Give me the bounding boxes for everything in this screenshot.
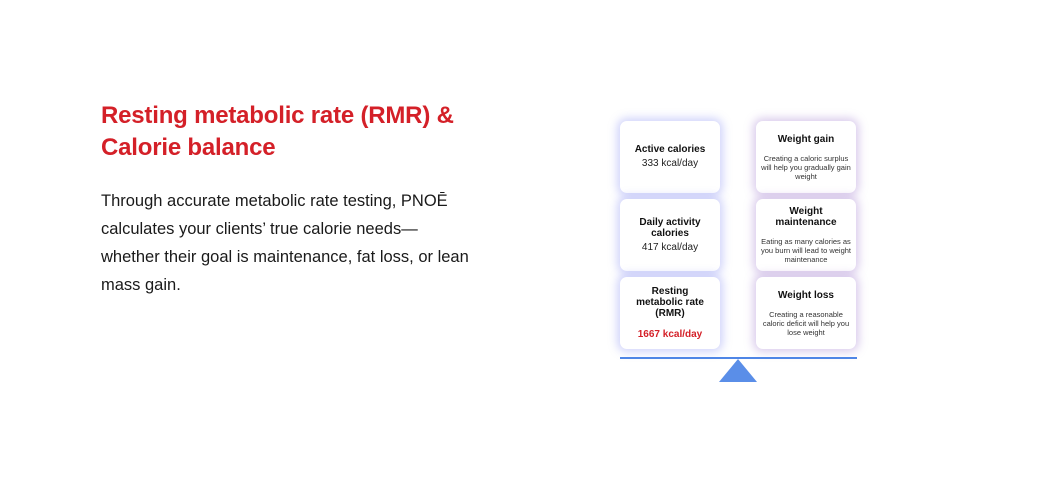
card-title: Daily activity calories — [639, 216, 701, 239]
card-description: Eating as many calories as you burn will… — [760, 237, 852, 264]
card-title: Resting metabolic rate (RMR) — [636, 285, 704, 319]
card-title: Active calories — [634, 144, 706, 155]
card-description: Creating a reasonable caloric deficit wi… — [762, 309, 850, 337]
heading-line-1: Resting metabolic rate (RMR) & — [101, 102, 454, 129]
card-title: Weight loss — [778, 289, 834, 301]
fulcrum-triangle-icon — [719, 359, 757, 382]
card-active-calories: Active calories 333 kcal/day — [620, 121, 720, 193]
balance-beam — [620, 357, 857, 359]
card-resting-metabolic-rate: Resting metabolic rate (RMR) 1667 kcal/d… — [620, 277, 720, 349]
card-value: 333 kcal/day — [641, 158, 699, 169]
section-description: Through accurate metabolic rate testing,… — [101, 192, 469, 294]
card-weight-maintenance: Weight maintenance Eating as many calori… — [756, 199, 856, 271]
card-value-rmr: 1667 kcal/day — [637, 328, 703, 340]
card-title: Weight maintenance — [775, 206, 837, 228]
section-heading: Resting metabolic rate (RMR) & Calorie b… — [101, 100, 481, 164]
card-description: Creating a caloric surplus will help you… — [761, 153, 851, 181]
card-daily-activity-calories: Daily activity calories 417 kcal/day — [620, 199, 720, 271]
card-title: Weight gain — [777, 133, 835, 145]
intro-section: Resting metabolic rate (RMR) & Calorie b… — [101, 100, 481, 299]
heading-line-2: Calorie balance — [101, 134, 276, 161]
card-value: 417 kcal/day — [641, 241, 699, 253]
card-weight-loss: Weight loss Creating a reasonable calori… — [756, 277, 856, 349]
card-weight-gain: Weight gain Creating a caloric surplus w… — [756, 121, 856, 193]
